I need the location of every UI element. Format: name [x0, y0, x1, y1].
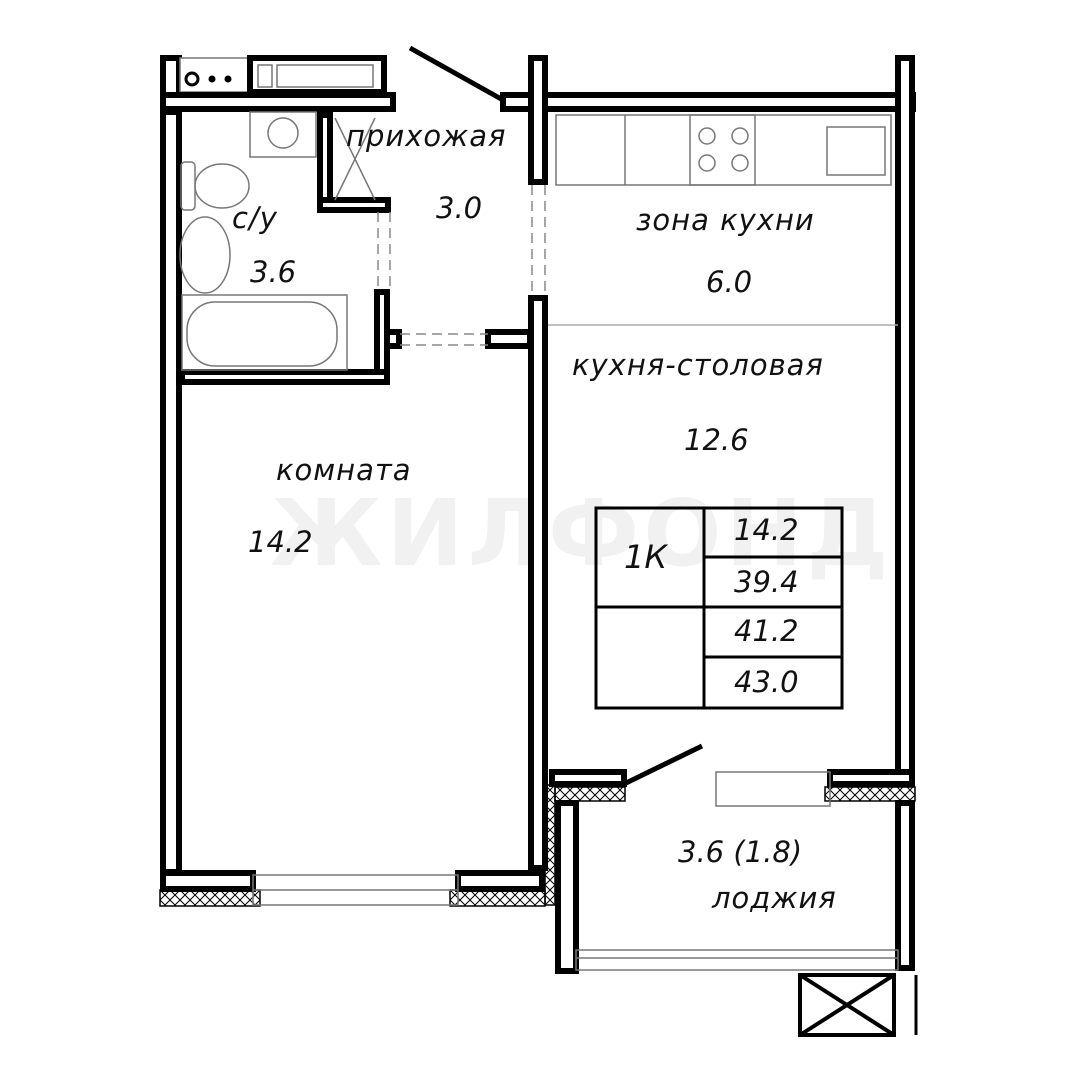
- area-with-loggia: 43.0: [734, 665, 799, 699]
- room-label: комната: [276, 453, 412, 487]
- loggia-label: лоджия: [711, 881, 837, 915]
- living-area: 14.2: [734, 513, 799, 547]
- kitchen-zone-label: зона кухни: [636, 203, 815, 237]
- kitchen-equipment-top: [160, 55, 387, 111]
- watermark: ЖИЛФОНД: [270, 480, 892, 587]
- kitchen-dining-area: 12.6: [684, 423, 749, 457]
- walls: [159, 55, 916, 974]
- hallway-label: прихожая: [346, 119, 506, 153]
- area-with-half-loggia: 41.2: [734, 614, 799, 648]
- hallway-area: 3.0: [436, 191, 482, 225]
- total-area: 39.4: [734, 565, 799, 599]
- area-summary-table: 1К 14.2 39.4 41.2 43.0: [594, 506, 844, 710]
- loggia-area: 3.6 (1.8): [678, 835, 802, 869]
- bathroom-label: с/у: [232, 201, 278, 235]
- bathroom-area: 3.6: [250, 255, 296, 289]
- kitchen-dining-label: кухня-столовая: [572, 348, 824, 382]
- room-area: 14.2: [248, 525, 313, 559]
- kitchen-zone-area: 6.0: [706, 265, 752, 299]
- apartment-type: 1К: [624, 538, 668, 576]
- openings: [252, 45, 918, 1037]
- fixtures: [179, 111, 892, 371]
